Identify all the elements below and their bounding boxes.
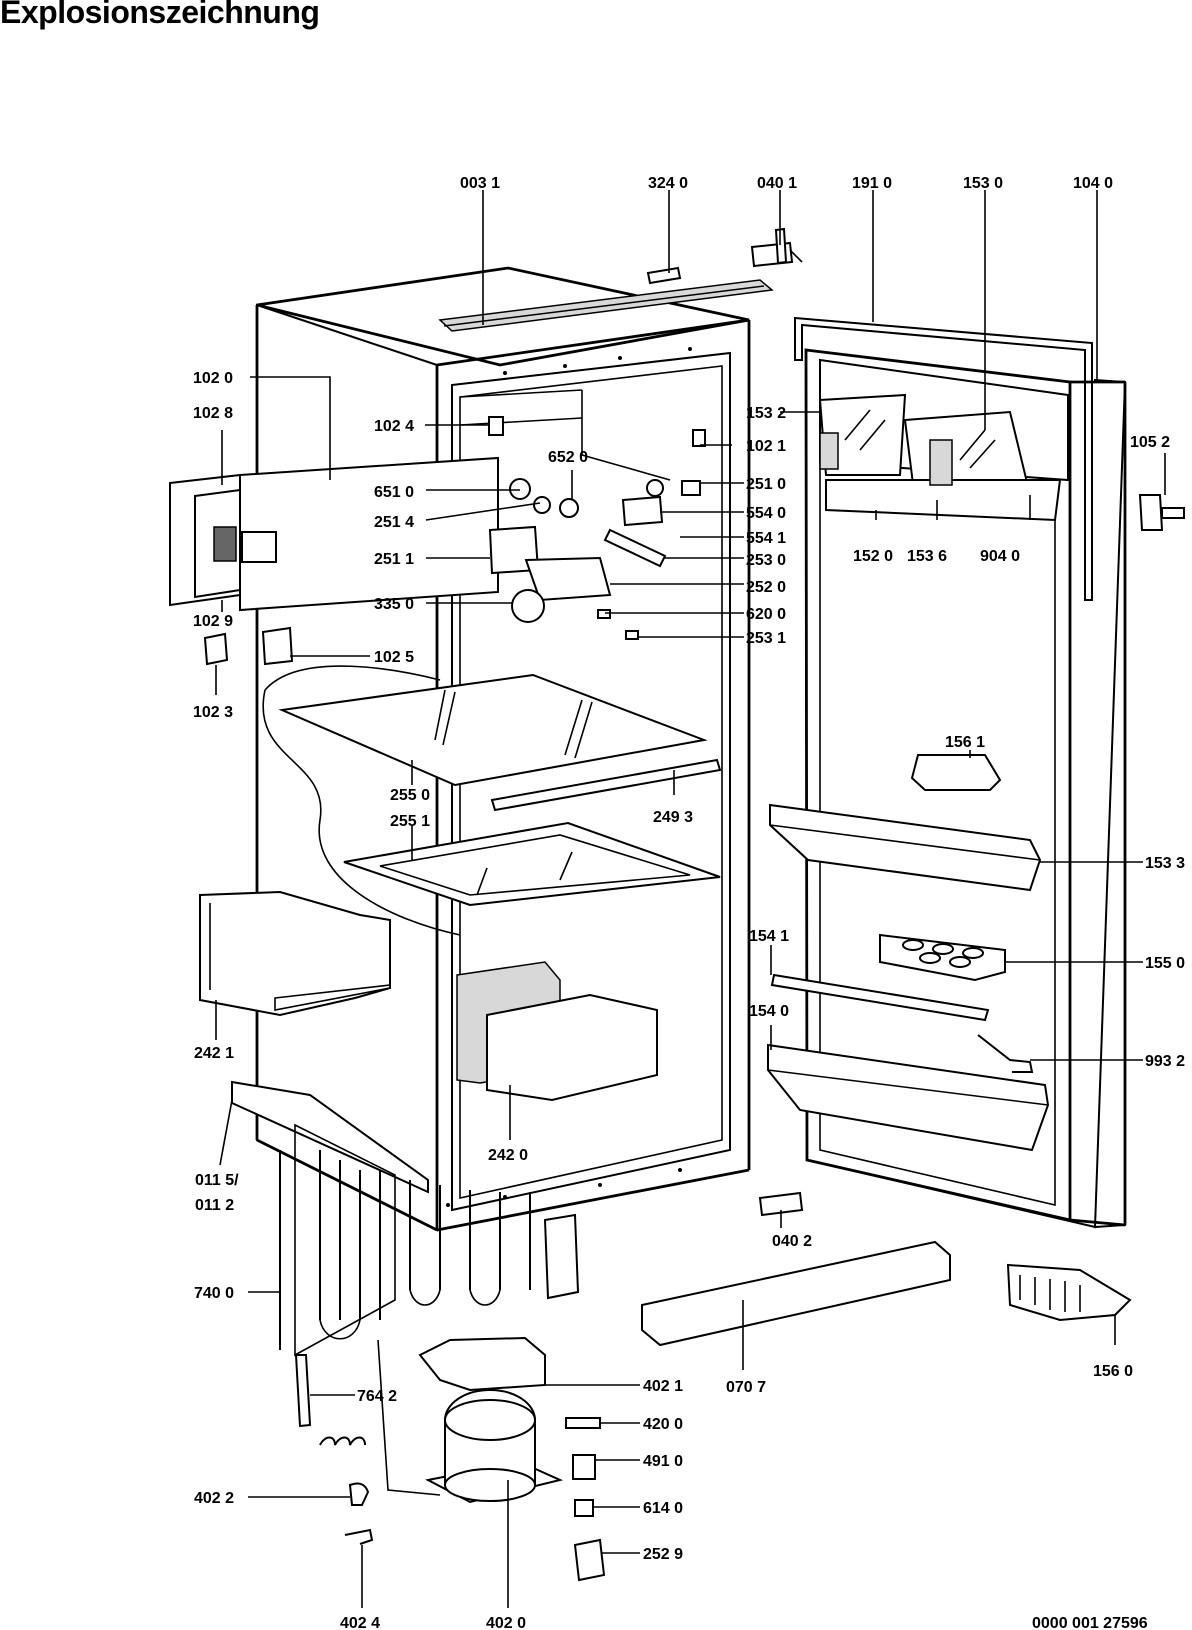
crisper-242-0 [456,961,658,1102]
label-614-0: 614 0 [643,1500,683,1517]
cable [262,665,461,936]
part-102-3 [203,632,229,666]
bottom-bar-011 [231,1080,429,1194]
label-253-0: 253 0 [746,552,786,569]
label-102-4: 102 4 [374,418,414,435]
label-402-0: 402 0 [486,1615,526,1630]
label-102-1: 102 1 [746,438,786,455]
egg-tray-155-0 [879,933,1006,982]
label-252-9: 252 9 [643,1546,683,1563]
label-154-1: 154 1 [749,928,789,945]
base-070-7 [641,1240,951,1347]
part-402-4 [344,1528,374,1545]
label-993-2: 993 2 [1145,1053,1185,1070]
page-title: Explosionszeichnung [0,0,320,30]
label-102-8: 102 8 [193,405,233,422]
rail-249-3 [490,758,722,812]
label-255-1: 255 1 [390,813,430,830]
label-252-0: 252 0 [746,579,786,596]
control-panel-102 [169,456,499,612]
top-cover-strip [438,279,774,332]
part-402-2 [348,1482,370,1506]
glass-shelf-255-0 [278,673,708,787]
hinge-105-2 [1138,494,1164,531]
label-156-1: 156 1 [945,734,985,751]
label-102-5: 102 5 [374,649,414,666]
crisper-242-1 [199,890,391,1017]
label-402-1: 402 1 [643,1378,683,1395]
label-156-0: 156 0 [1093,1363,1133,1380]
label-242-1: 242 1 [194,1045,234,1062]
label-402-4: 402 4 [340,1615,380,1630]
label-102-0: 102 0 [193,370,233,387]
holder-402-1 [418,1336,546,1392]
label-620-0: 620 0 [746,606,786,623]
part-labels: 003 1 324 0 040 1 191 0 153 0 104 0 102 … [193,175,1185,1630]
door-shelf-153-3 [769,803,1042,892]
clip-324 [646,266,682,285]
label-153-6: 153 6 [907,548,947,565]
label-242-0: 242 0 [488,1147,528,1164]
hinge-040-2 [758,1191,804,1217]
label-554-0: 554 0 [746,505,786,522]
condenser-740-0 [294,1123,580,1357]
label-402-2: 402 2 [194,1490,234,1507]
compressor-402-0 [425,1389,564,1504]
label-255-0: 255 0 [390,787,430,804]
label-249-3: 249 3 [653,809,693,826]
label-070-7: 070 7 [726,1379,766,1396]
bottle-shelf-154-0 [767,1043,1050,1152]
label-104-0: 104 0 [1073,175,1113,192]
part-993-2 [977,1034,1034,1073]
gasket-191-0 [794,316,1093,601]
butter-156-1 [910,754,1002,791]
label-153-3: 153 3 [1145,855,1185,872]
label-154-0: 154 0 [749,1003,789,1020]
part-252-9 [573,1538,606,1582]
label-152-0: 152 0 [853,548,893,565]
label-011-2: 011 2 [195,1197,234,1214]
label-420-0: 420 0 [643,1416,683,1433]
label-011-5: 011 5/ [195,1172,239,1189]
hinge-pin [1161,507,1185,519]
door-compartment-153 [818,358,1069,522]
label-251-0: 251 0 [746,476,786,493]
label-040-2: 040 2 [772,1233,812,1250]
label-040-1: 040 1 [757,175,797,192]
label-324-0: 324 0 [648,175,688,192]
hinge-040-1 [750,227,803,268]
label-105-2: 105 2 [1130,434,1170,451]
part-420-0 [565,1417,601,1429]
label-554-1: 554 1 [746,530,786,547]
document-number: 0000 001 27596 [1032,1615,1148,1630]
label-764-2: 764 2 [357,1388,397,1405]
label-102-9: 102 9 [193,613,233,630]
leader-lines [215,190,1166,1608]
label-191-0: 191 0 [852,175,892,192]
label-253-1: 253 1 [746,630,786,647]
label-251-1: 251 1 [374,551,414,568]
label-652-0: 652 0 [548,449,588,466]
label-491-0: 491 0 [643,1453,683,1470]
label-153-0: 153 0 [963,175,1003,192]
glass-shelf-255-1 [343,821,721,907]
label-102-3: 102 3 [193,704,233,721]
ice-tray-156-0 [1006,1263,1132,1322]
label-251-4: 251 4 [374,514,414,531]
part-614-0 [574,1499,594,1517]
thermostat-light-cluster [488,416,706,640]
label-155-0: 155 0 [1145,955,1185,972]
part-491-0 [572,1454,596,1480]
label-740-0: 740 0 [194,1285,234,1302]
label-904-0: 904 0 [980,548,1020,565]
part-102-5 [261,626,294,666]
label-651-0: 651 0 [374,484,414,501]
dryer-764-2 [294,1339,441,1496]
rail-154-1 [770,973,990,1022]
label-003-1: 003 1 [460,175,500,192]
label-153-2: 153 2 [746,405,786,422]
label-335-0: 335 0 [374,596,414,613]
